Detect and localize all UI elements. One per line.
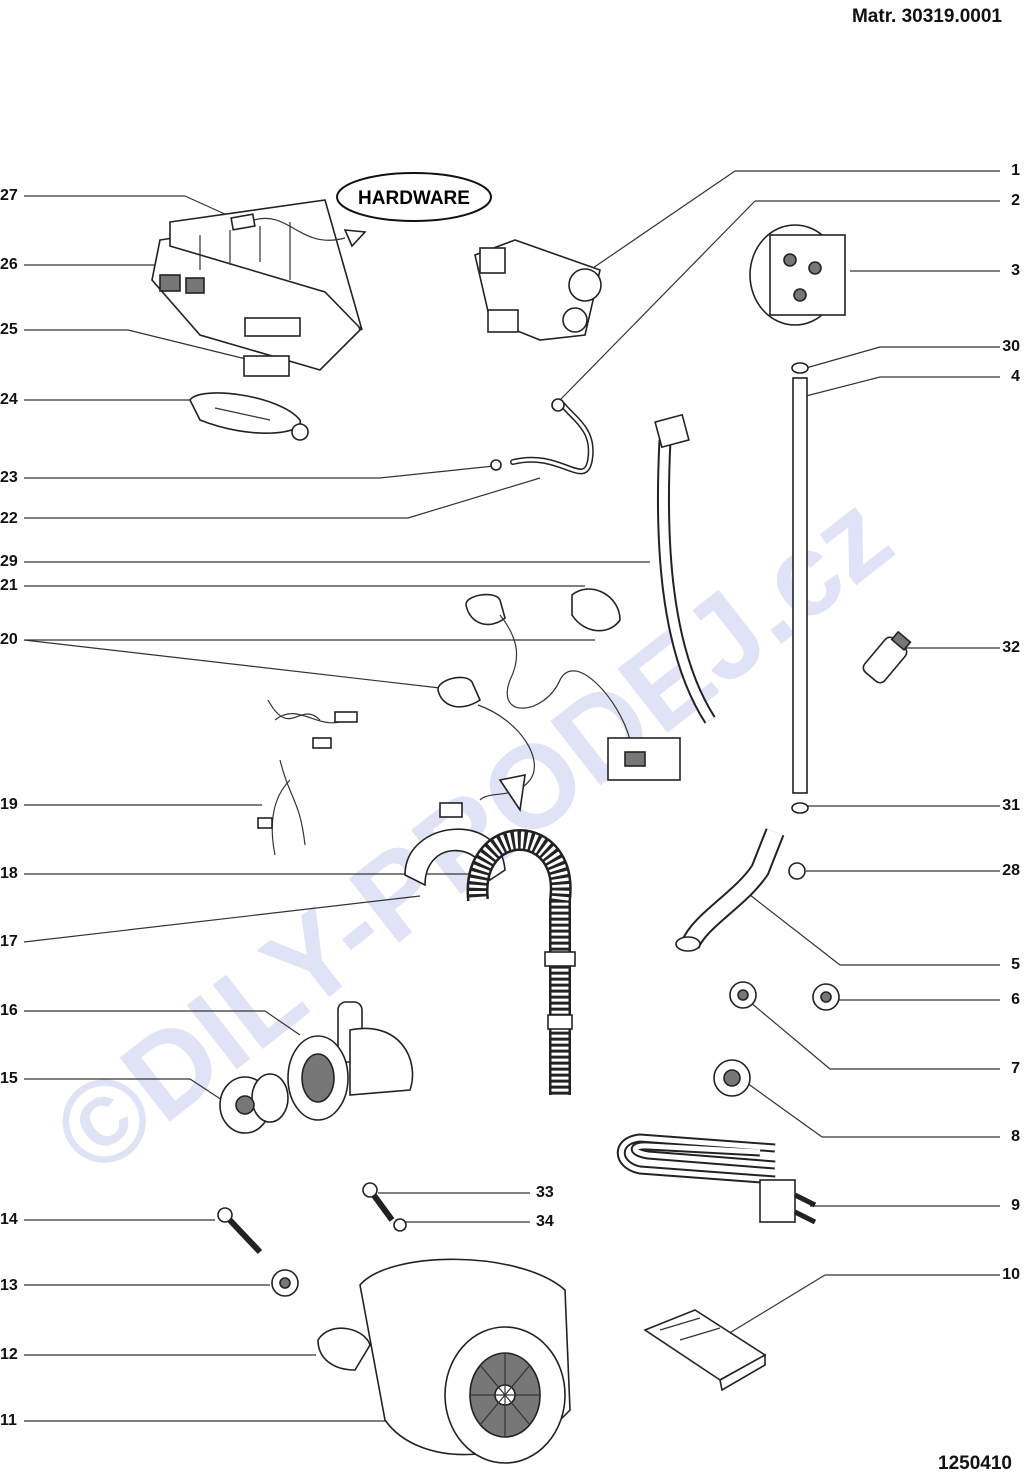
pressure-switch — [749, 224, 846, 326]
callout-18: 18 — [0, 865, 18, 882]
callout-20: 20 — [0, 631, 18, 648]
callout-12: 12 — [0, 1346, 18, 1363]
callout-14: 14 — [0, 1211, 18, 1228]
callout-28: 28 — [1002, 862, 1020, 879]
mains-cable — [465, 588, 681, 781]
small-hose — [490, 398, 594, 475]
callout-3: 3 — [1011, 262, 1020, 279]
filter-tray — [643, 1309, 767, 1392]
heater-element — [616, 1133, 817, 1225]
callout-33: 33 — [536, 1184, 554, 1201]
callout-30: 30 — [1002, 338, 1020, 355]
callout-23: 23 — [0, 469, 18, 486]
hose-bracket — [404, 802, 506, 887]
hardware-ellipse — [336, 172, 492, 222]
leader-lines — [23, 170, 1000, 1422]
callout-1: 1 — [1011, 162, 1020, 179]
callout-7: 7 — [1011, 1060, 1020, 1077]
connector-strip — [243, 355, 290, 377]
callout-15: 15 — [0, 1070, 18, 1087]
motor — [359, 1258, 571, 1464]
wire-harness — [257, 699, 358, 856]
sump-pipe — [675, 828, 806, 952]
callout-13: 13 — [0, 1277, 18, 1294]
water-valve — [474, 239, 602, 341]
drawing-code: 1250410 — [938, 1453, 1012, 1474]
callout-8: 8 — [1011, 1128, 1020, 1145]
small-sensor — [862, 630, 912, 684]
fill-hose — [654, 413, 716, 724]
callout-11: 11 — [0, 1412, 17, 1429]
power-cord — [437, 676, 535, 813]
callout-4: 4 — [1011, 368, 1020, 385]
knob-panel — [189, 392, 309, 441]
callout-21: 21 — [0, 577, 18, 594]
callout-9: 9 — [1011, 1197, 1020, 1214]
callout-10: 10 — [1002, 1266, 1020, 1283]
callout-25: 25 — [0, 321, 18, 338]
callout-16: 16 — [0, 1002, 18, 1019]
air-tube — [791, 362, 809, 814]
callout-26: 26 — [0, 256, 18, 273]
callout-24: 24 — [0, 391, 18, 408]
motor-hardware — [217, 1182, 407, 1371]
pcb-board — [151, 199, 363, 371]
drain-pump — [219, 1001, 414, 1134]
callout-5: 5 — [1011, 956, 1020, 973]
callout-22: 22 — [0, 510, 18, 527]
hardware-label: HARDWARE — [358, 188, 470, 209]
callout-31: 31 — [1002, 797, 1020, 814]
wire-connector — [230, 213, 367, 248]
grommets — [713, 981, 840, 1097]
callout-29: 29 — [0, 553, 18, 570]
material-number: Matr. 30319.0001 — [851, 6, 1002, 27]
drain-hose — [466, 829, 576, 1095]
callout-6: 6 — [1011, 991, 1020, 1008]
callout-27: 27 — [0, 187, 18, 204]
callout-2: 2 — [1011, 192, 1020, 209]
callout-34: 34 — [536, 1213, 554, 1230]
callout-17: 17 — [0, 933, 18, 950]
callout-32: 32 — [1002, 639, 1020, 656]
callout-19: 19 — [0, 796, 18, 813]
